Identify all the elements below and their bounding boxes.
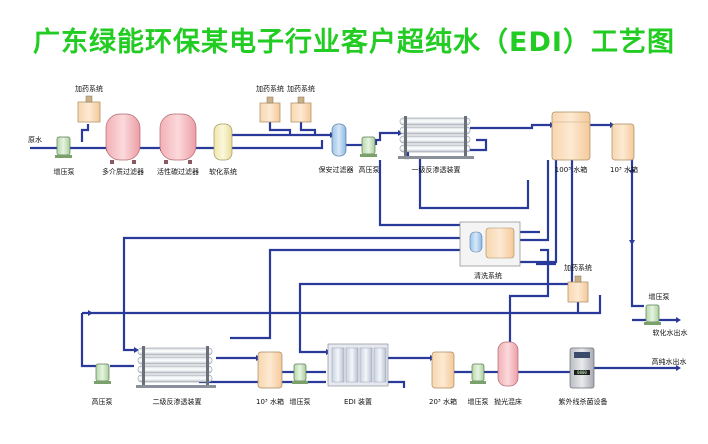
- cleaning-system: 清洗系统: [459, 221, 521, 280]
- dosing-system-2: 加药系统: [256, 84, 284, 123]
- polishing-bed: 抛光混床: [494, 341, 522, 406]
- tank-20-label: 20³ 水箱: [429, 397, 457, 406]
- ro-stage-2-label: 二级反渗透装置: [153, 397, 202, 406]
- booster-pump-soft-label: 增压泵: [649, 292, 670, 301]
- booster-pump-3: 增压泵: [468, 363, 489, 406]
- booster-pump-1-label: 增压泵: [54, 167, 75, 176]
- uv-device: 0000 紫外线杀菌设备: [559, 347, 608, 406]
- ro-stage-1-label: 一级反渗透装置: [412, 165, 461, 174]
- security-filter: 保安过滤器: [319, 123, 354, 174]
- diagram-title: 广东绿能环保某电子行业客户超纯水（EDI）工艺图: [33, 27, 675, 58]
- high-pressure-pump-1-label: 高压泵: [359, 165, 380, 174]
- tank-10a: 10³ 水箱: [610, 123, 638, 174]
- cleaning-system-label: 清洗系统: [474, 271, 502, 280]
- uv-device-label: 紫外线杀菌设备: [559, 397, 608, 406]
- ro-stage-1: 一级反渗透装置: [398, 116, 474, 174]
- booster-pump-soft: 增压泵 软化水出水: [644, 292, 688, 337]
- carbon-filter-label: 活性碳过滤器: [157, 167, 199, 176]
- edi-device-label: EDI 装置: [344, 397, 372, 406]
- high-pressure-pump-2: 高压泵: [92, 363, 113, 406]
- tank-100-label: 100³ 水箱: [555, 165, 587, 174]
- booster-pump-1: 增压泵: [54, 136, 75, 176]
- softener-label: 软化系统: [209, 167, 237, 176]
- high-pressure-pump-2-label: 高压泵: [92, 397, 113, 406]
- dosing-system-3: 加药系统: [287, 84, 315, 123]
- tank-100: 100³ 水箱: [551, 111, 591, 174]
- ro-stage-2: 二级反渗透装置: [136, 346, 216, 406]
- tank-20: 20³ 水箱: [429, 351, 457, 406]
- polishing-bed-label: 抛光混床: [494, 397, 522, 406]
- security-filter-label: 保安过滤器: [319, 165, 354, 174]
- tank-10a-label: 10³ 水箱: [610, 165, 638, 174]
- dosing-system-4-label: 加药系统: [564, 263, 592, 272]
- raw-water-label: 原水: [28, 135, 42, 144]
- dosing-system-3-label: 加药系统: [287, 84, 315, 93]
- high-pure-out-label: 高纯水出水: [652, 357, 687, 366]
- booster-pump-3-label: 增压泵: [468, 397, 489, 406]
- softener-system: 软化系统: [209, 123, 237, 176]
- carbon-filter: 活性碳过滤器: [157, 113, 199, 176]
- booster-pump-2: 增压泵: [290, 363, 311, 406]
- booster-pump-2-label: 增压泵: [290, 397, 311, 406]
- soft-water-out-label: 软化水出水: [653, 328, 688, 337]
- dosing-system-4: 加药系统: [564, 263, 592, 303]
- uv-display-readout: 0000: [577, 370, 587, 375]
- tank-10b-label: 10³ 水箱: [256, 397, 284, 406]
- multimedia-filter: 多介质过滤器: [102, 113, 144, 176]
- multimedia-filter-label: 多介质过滤器: [102, 167, 144, 176]
- high-pressure-pump-1: 高压泵: [359, 136, 380, 174]
- edi-device: EDI 装置: [327, 343, 389, 406]
- dosing-system-2-label: 加药系统: [256, 84, 284, 93]
- dosing-system-1-label: 加药系统: [75, 84, 103, 93]
- dosing-system-1: 加药系统: [75, 84, 103, 123]
- tank-10b: 10³ 水箱: [256, 351, 284, 406]
